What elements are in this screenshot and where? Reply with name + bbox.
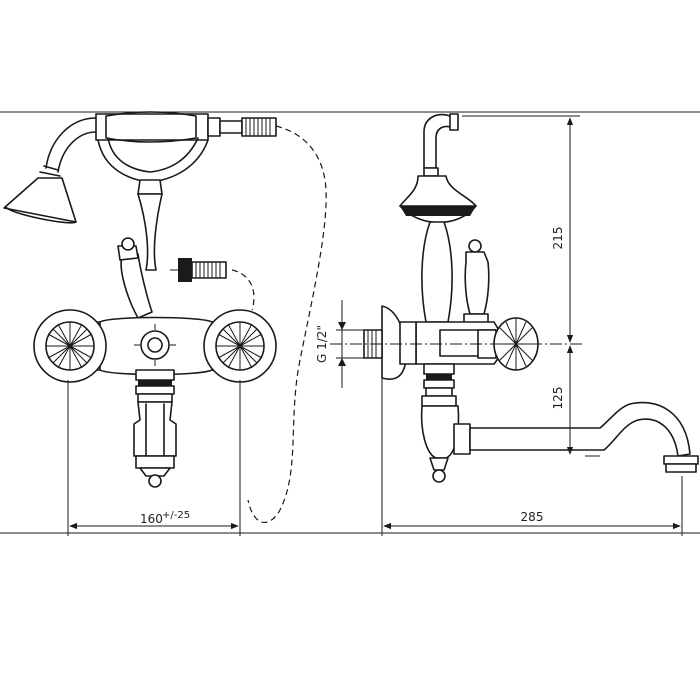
cradle-stem xyxy=(137,193,163,271)
hose-connector xyxy=(207,117,221,137)
overhead-shower-head xyxy=(399,167,477,224)
hose-ribs xyxy=(241,117,277,137)
side-lever xyxy=(463,239,490,327)
dim-spout-reach: 285 xyxy=(521,510,544,524)
dim-width-tolerance: +/-25 xyxy=(162,510,190,521)
lower-outlet-assembly xyxy=(133,369,177,488)
dim-shower-height: 215 xyxy=(551,227,565,250)
front-view: 160 +/-25 xyxy=(3,111,327,536)
hand-shower-neck-outer xyxy=(45,117,97,169)
shower-cradle xyxy=(97,139,209,183)
hand-shower-grip xyxy=(95,113,209,141)
dim-spout-height: 125 xyxy=(551,387,565,410)
swivel-spout xyxy=(453,401,699,473)
left-crystal-handle xyxy=(33,309,107,383)
dim-thread: G 1/2" xyxy=(315,325,329,363)
diverter-lever xyxy=(117,237,153,319)
right-crystal-handle xyxy=(203,309,277,383)
side-view: 215 125 285 G 1/2" xyxy=(315,113,699,536)
body-hose-connector xyxy=(170,258,227,282)
hand-shower-head xyxy=(3,165,77,224)
shower-pillar xyxy=(421,221,453,323)
side-lower-assembly xyxy=(420,363,460,483)
dim-width-between-handles: 160 xyxy=(140,512,163,526)
hand-shower-neck-inner xyxy=(57,131,97,173)
